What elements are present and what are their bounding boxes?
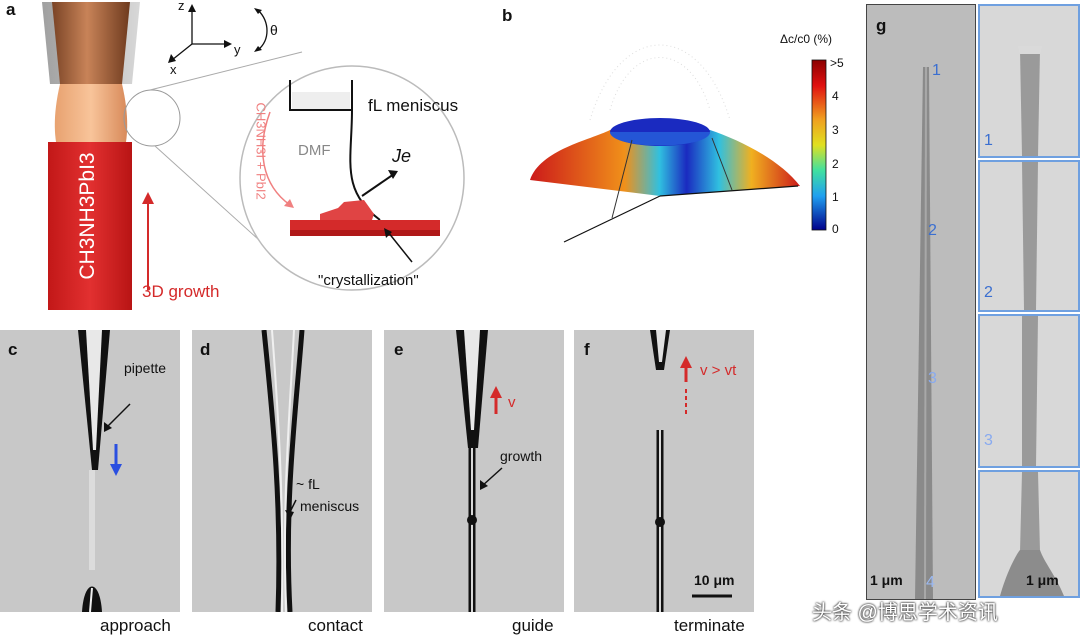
axis-z-label: z (178, 0, 185, 13)
nanowire-marker-3: 3 (928, 370, 937, 387)
precursor-text: CH3NH3I + PbI2 (253, 102, 269, 200)
panel-e-image (384, 330, 564, 612)
sem-inset-2-label: 2 (984, 284, 993, 301)
crystal-formula: CH3NH3PbI3 (76, 152, 99, 280)
colorbar-tick-1: 1 (832, 190, 839, 204)
nanowire-marker-4: 4 (926, 574, 935, 591)
meniscus-annotation-1: ~ fL (296, 476, 320, 492)
panel-b-simulation (530, 44, 827, 243)
panel-f-letter: f (584, 340, 590, 359)
sem-inset-3 (978, 314, 1080, 468)
axis-x-label: x (170, 62, 177, 77)
panel-g-letter: g (876, 16, 887, 35)
panel-e-letter: e (394, 340, 404, 359)
caption-approach: approach (100, 616, 171, 635)
panel-c-letter: c (8, 340, 18, 359)
panel-g-image (866, 4, 976, 600)
crystallization-label: "crystallization" (318, 272, 419, 289)
scale-bar-right: 1 μm (1026, 572, 1059, 588)
meniscus-annotation-2: meniscus (300, 498, 360, 514)
panel-a-schematic (42, 2, 465, 310)
sem-inset-4 (978, 470, 1080, 598)
colorbar-tick-5: >5 (830, 56, 844, 70)
panel-b-letter: b (502, 6, 513, 25)
panel-d-letter: d (200, 340, 211, 359)
axis-theta-label: θ (270, 22, 278, 38)
growth-annotation: growth (500, 448, 543, 464)
panel-d-image (192, 330, 372, 612)
sem-inset-2 (978, 160, 1080, 312)
panel-a-letter: a (6, 0, 16, 19)
watermark: 头条 @博思学术资讯 (812, 602, 998, 624)
velocity-v: v (508, 394, 516, 411)
colorbar-tick-4: 4 (832, 89, 839, 103)
sem-inset-1 (978, 4, 1080, 158)
caption-guide: guide (512, 616, 554, 635)
caption-contact: contact (308, 616, 363, 635)
crystal-label: CH3NH3PbI3 (76, 116, 100, 316)
colorbar-title: Δc/c0 (%) (780, 32, 833, 46)
scale-bar-left: 1 μm (870, 572, 903, 588)
nanowire-marker-1: 1 (932, 62, 941, 79)
sem-inset-1-label: 1 (984, 132, 993, 149)
scale-bar-10um: 10 μm (694, 572, 735, 588)
colorbar-tick-2: 2 (832, 157, 839, 171)
precursor-label: CH3NH3I + PbI2 (254, 103, 269, 213)
sem-inset-3-label: 3 (984, 432, 993, 449)
meniscus-label: fL meniscus (368, 96, 459, 115)
panel-f-image (574, 330, 754, 612)
pipette-annotation: pipette (124, 360, 167, 376)
caption-terminate: terminate (674, 616, 745, 635)
growth-label: 3D growth (142, 282, 220, 301)
nanowire-marker-2: 2 (928, 222, 937, 239)
panel-c-image (0, 330, 180, 612)
velocity-vt: v > vt (700, 362, 737, 379)
axis-y-label: y (234, 42, 241, 57)
flux-label: Je (392, 146, 412, 166)
dmf-label: DMF (298, 142, 331, 159)
colorbar-tick-3: 3 (832, 123, 839, 137)
colorbar-tick-0: 0 (832, 222, 839, 236)
